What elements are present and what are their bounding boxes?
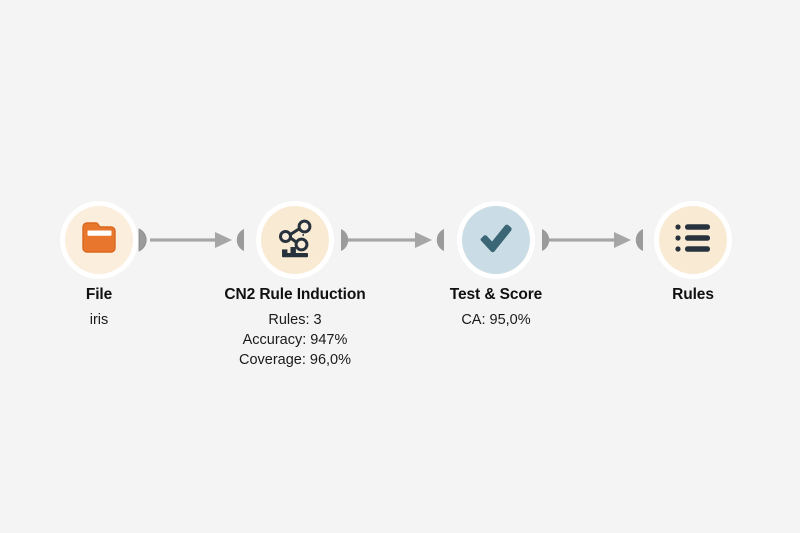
node-rules[interactable]: Rules [628, 201, 758, 310]
folder-icon [79, 219, 119, 262]
node-cn2-subtitle-line-0: Rules: 3 [268, 312, 322, 328]
node-file[interactable]: File iris [34, 201, 164, 330]
rule-network-icon [273, 216, 317, 265]
node-cn2-subtitle: Rules: 3 Accuracy: 947% Coverage: 96,0% [165, 310, 425, 370]
node-cn2-rule-induction[interactable]: CN2 Rule Induction Rules: 3 Accuracy: 94… [165, 201, 425, 370]
bulleted-list-icon [673, 221, 713, 260]
node-test-and-score-subtitle: CA: 95,0% [366, 310, 626, 330]
node-cn2-title: CN2 Rule Induction [224, 286, 366, 303]
node-cn2-subtitle-line-2: Coverage: 96,0% [238, 352, 352, 368]
node-file-subtitle: iris [34, 310, 164, 330]
node-test-and-score-title: Test & Score [449, 286, 543, 303]
node-test-and-score[interactable]: Test & Score CA: 95,0% [366, 201, 626, 330]
node-file-subtitle-line-0: iris [89, 312, 109, 328]
node-rules-title: Rules [672, 286, 714, 303]
node-cn2-subtitle-line-1: Accuracy: 947% [242, 332, 348, 348]
node-cn2-circle[interactable] [256, 201, 334, 279]
node-rules-circle[interactable] [654, 201, 732, 279]
checkmark-icon [474, 218, 518, 263]
node-test-and-score-subtitle-line-0: CA: 95,0% [461, 312, 531, 328]
node-file-title: File [85, 286, 113, 303]
node-test-and-score-circle[interactable] [457, 201, 535, 279]
node-file-circle[interactable] [60, 201, 138, 279]
